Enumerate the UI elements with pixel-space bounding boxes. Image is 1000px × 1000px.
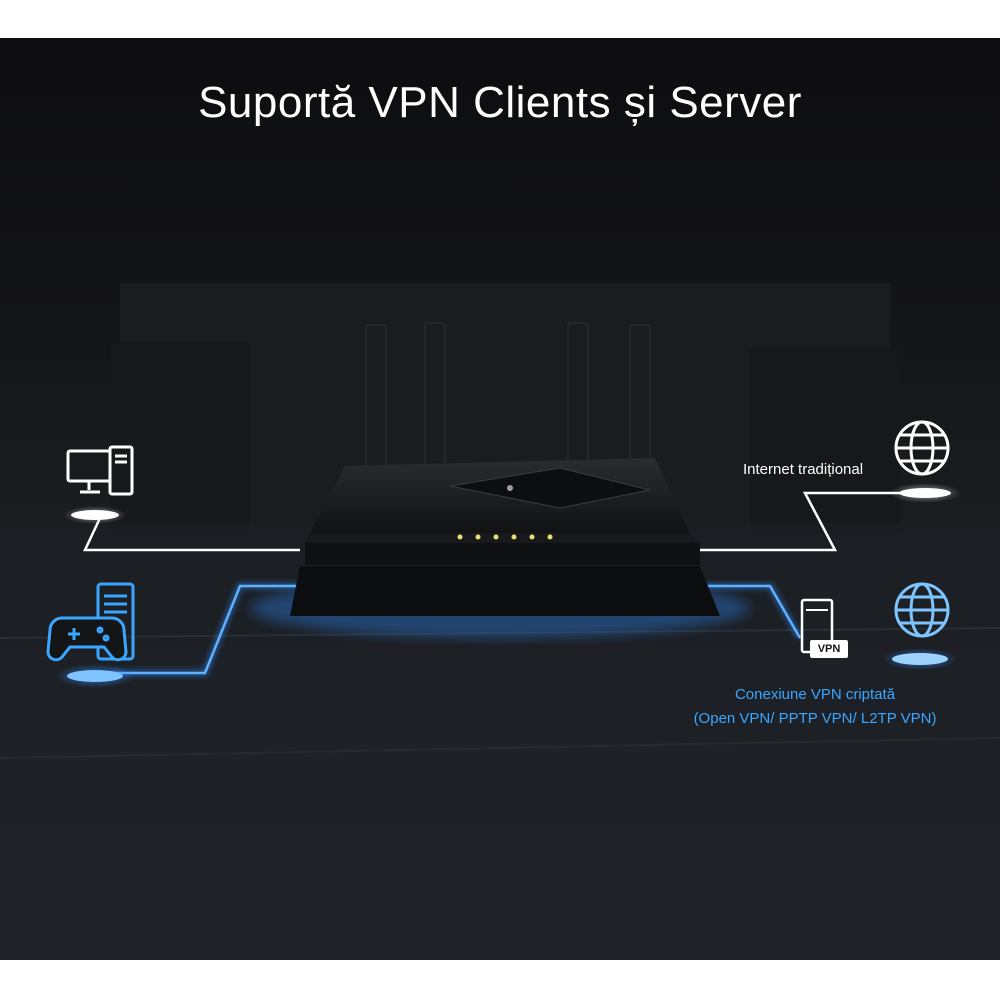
globe-icon <box>894 582 950 638</box>
vpn-connection-line1: Conexiune VPN criptată <box>734 686 896 703</box>
globe-top-platform <box>899 488 951 498</box>
vpn-connection-line2: (Open VPN/ PPTP VPN/ L2TP VPN) <box>693 710 937 727</box>
white-connection-left <box>83 517 300 552</box>
router <box>290 322 720 616</box>
page-title: Suportă VPN Clients și Server <box>198 78 802 127</box>
blue-connection-left <box>110 583 300 676</box>
blue-connection-right <box>700 583 803 640</box>
globe-bottom-platform <box>892 653 948 665</box>
gamepad-pc-icon <box>46 582 135 662</box>
hero-image: Suportă VPN Clients și Server Internet t… <box>0 38 1000 960</box>
scene-illustration <box>0 283 1000 960</box>
gamepad-platform <box>67 670 123 682</box>
pc-platform <box>71 510 119 520</box>
globe-icon <box>894 420 950 476</box>
internet-label: Internet tradițional <box>743 461 864 478</box>
desktop-pc-icon <box>66 445 134 496</box>
vpn-badge: VPN <box>817 643 841 655</box>
white-connection-right <box>700 491 910 552</box>
vpn-server-icon <box>800 598 848 658</box>
vpn-connection-label: Conexiune VPN criptată (Open VPN/ PPTP V… <box>670 683 960 731</box>
